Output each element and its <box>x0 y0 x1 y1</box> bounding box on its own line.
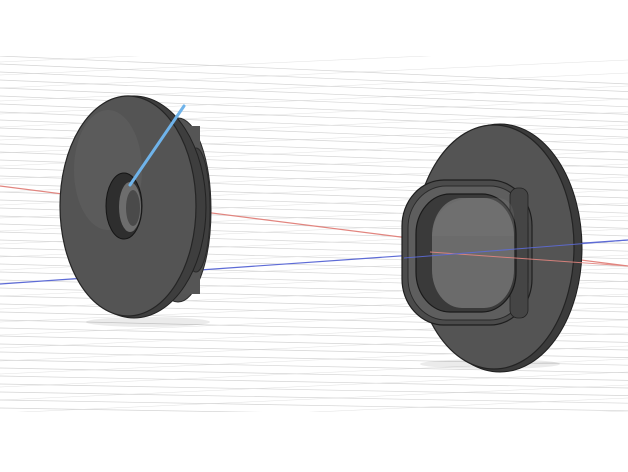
y-axis-line <box>128 104 186 187</box>
x-axis-overlay <box>429 251 628 267</box>
grid-line <box>0 63 628 92</box>
grid-line <box>308 397 628 412</box>
grid-line <box>0 399 628 412</box>
part-shadow <box>86 317 210 327</box>
grid-line <box>0 79 628 108</box>
grid-line <box>0 383 628 396</box>
oval-bore-back-wall <box>432 198 514 308</box>
grid-line <box>0 371 628 401</box>
grid-line <box>0 95 628 123</box>
grid-line <box>0 375 628 389</box>
grid-line <box>0 72 628 102</box>
flanged-bushing-small[interactable] <box>59 95 212 327</box>
grid-line <box>0 71 628 100</box>
z-axis-overlay <box>403 239 628 259</box>
bore-highlight <box>432 198 514 236</box>
grid-line <box>0 391 628 404</box>
grid-line <box>0 87 628 115</box>
grid-line <box>0 407 263 412</box>
grid-line <box>0 367 628 381</box>
bore-depth <box>126 190 140 226</box>
grid-line <box>0 56 628 85</box>
grid-line <box>0 359 628 374</box>
grid-line <box>16 384 628 412</box>
grid-line <box>0 56 432 76</box>
grid-line <box>0 56 141 63</box>
grid-line <box>0 59 628 89</box>
